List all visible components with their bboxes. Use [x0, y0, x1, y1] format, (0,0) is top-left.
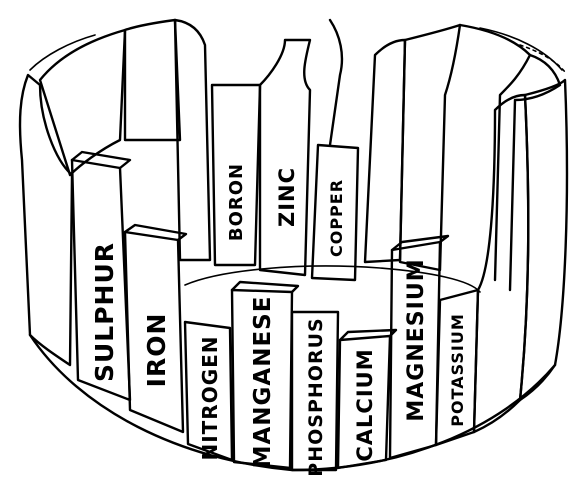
label-manganese: MANGANESE [250, 296, 276, 469]
label-magnesium: MAGNESIUM [404, 258, 429, 421]
rim-left [30, 35, 95, 70]
label-copper: COPPER [327, 179, 346, 257]
back-stave-2 [125, 20, 180, 140]
label-potassium: POTASSIUM [448, 313, 467, 427]
label-calcium: CALCIUM [353, 348, 377, 461]
back-stave-zinc [260, 40, 310, 275]
label-boron: BORON [226, 163, 247, 241]
rim-dashes [520, 45, 565, 72]
front-stave-right-1 [474, 95, 528, 432]
label-nitrogen: NITROGEN [198, 335, 222, 460]
back-stave-8 [510, 55, 560, 290]
back-stave-5 [365, 40, 405, 262]
label-phosphorus: PHOSPHORUS [305, 317, 327, 476]
front-stave-left [20, 75, 72, 365]
label-zinc: ZINC [275, 167, 299, 227]
nutrient-labels: SULPHUR IRON NITROGEN MANGANESE PHOSPHOR… [90, 163, 467, 477]
back-stave-4 [330, 20, 342, 145]
back-stave-6 [400, 25, 460, 270]
label-sulphur: SULPHUR [90, 242, 119, 382]
label-iron: IRON [142, 313, 171, 388]
front-stave-right-2 [520, 80, 567, 400]
rim-right [480, 28, 562, 70]
